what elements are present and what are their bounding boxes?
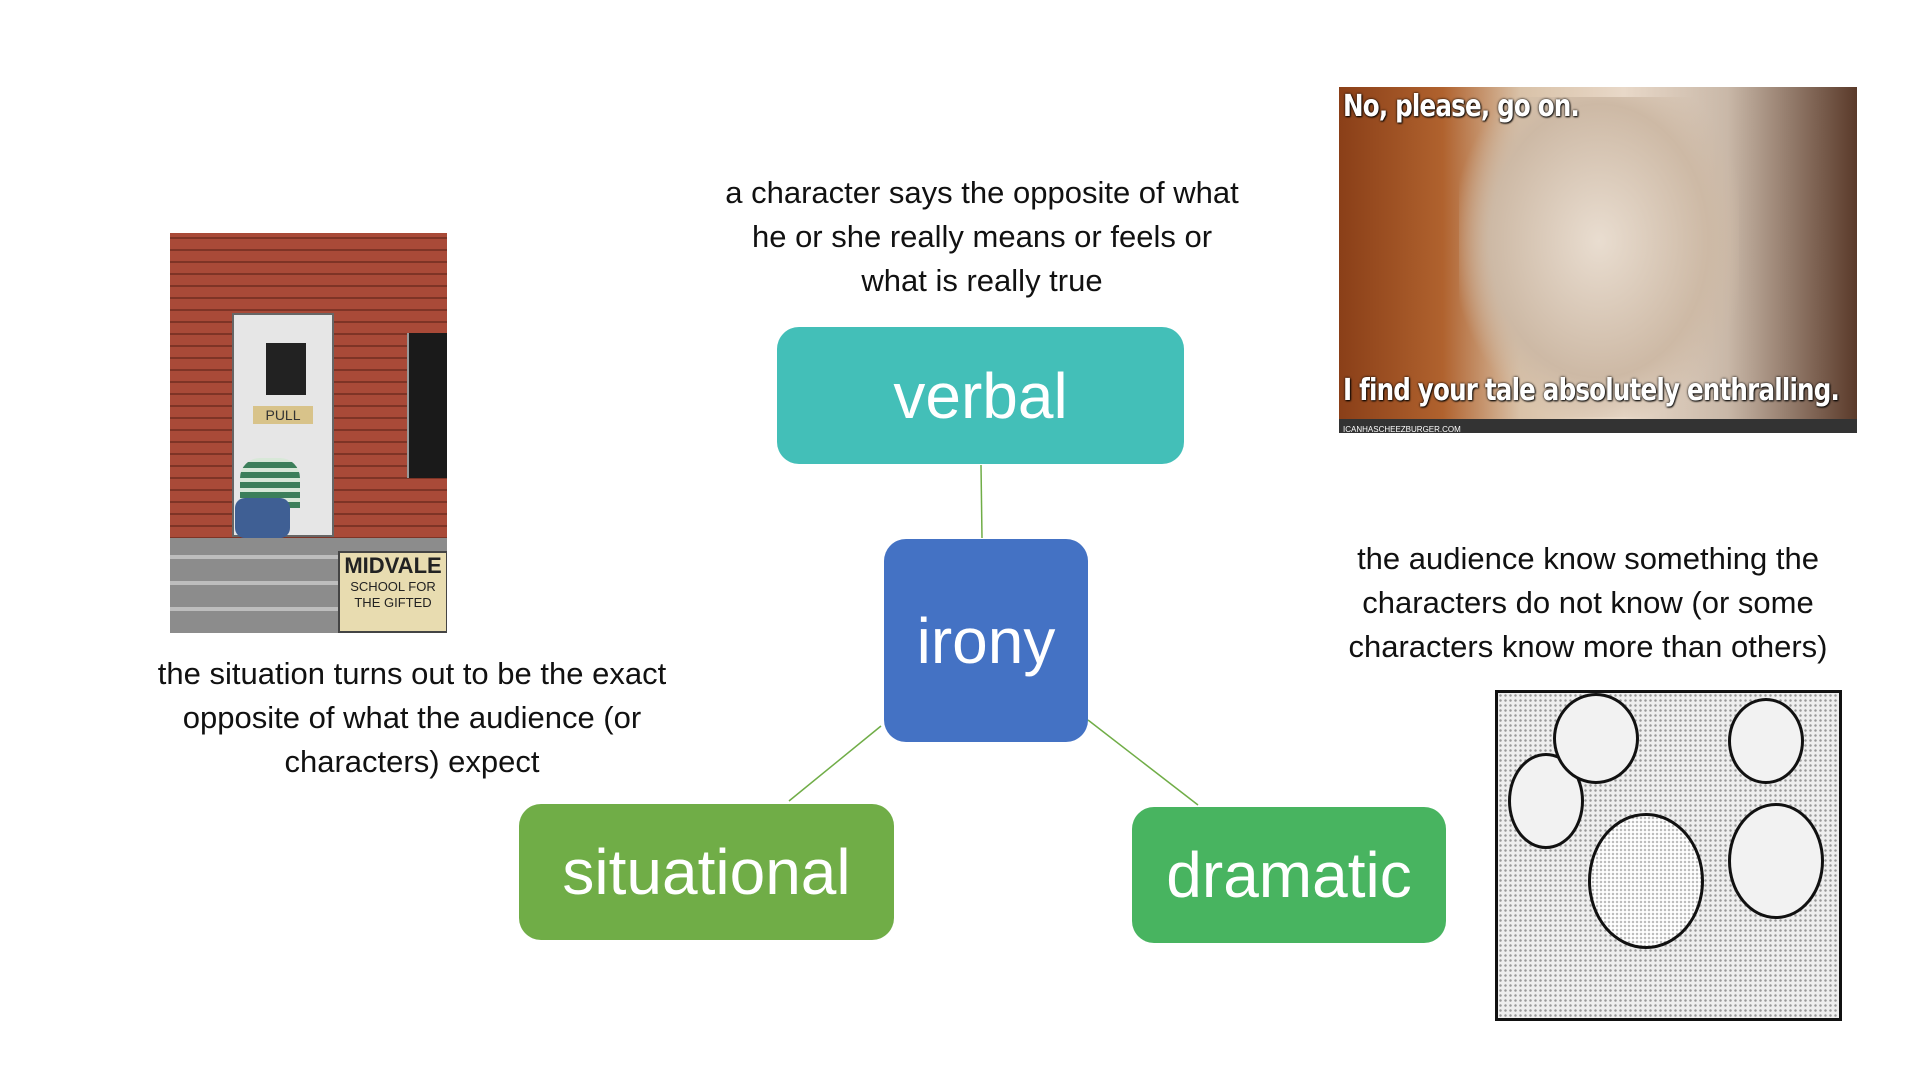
connector-situational	[788, 725, 882, 802]
school-sign-line: THE GIFTED	[354, 595, 432, 610]
node-dramatic[interactable]: dramatic	[1132, 807, 1446, 943]
comic-crowd-image	[1495, 690, 1842, 1021]
node-irony-label: irony	[916, 604, 1056, 677]
situational-description: the situation turns out to be the exact …	[112, 652, 712, 784]
comic-face	[1728, 803, 1824, 919]
desc-line: a character says the opposite of what	[725, 175, 1239, 210]
cat-face	[1459, 97, 1739, 417]
cat-meme-image: No, please, go on. I find your tale abso…	[1339, 87, 1857, 433]
desc-line: characters) expect	[284, 744, 540, 779]
dramatic-description: the audience know something the characte…	[1288, 537, 1888, 669]
school-sign-line: MIDVALE	[344, 553, 442, 578]
desc-line: the situation turns out to be the exact	[157, 656, 667, 691]
node-situational[interactable]: situational	[519, 804, 894, 940]
window	[407, 333, 447, 478]
meme-watermark-bar: ICANHASCHEEZBURGER.COM	[1339, 419, 1857, 433]
node-verbal[interactable]: verbal	[777, 327, 1184, 464]
node-situational-label: situational	[562, 836, 851, 908]
node-verbal-label: verbal	[893, 359, 1068, 432]
desc-line: the audience know something the	[1357, 541, 1819, 576]
meme-top-caption: No, please, go on.	[1343, 89, 1580, 124]
person-legs	[235, 498, 290, 538]
comic-face	[1553, 693, 1639, 784]
school-sign: MIDVALE SCHOOL FOR THE GIFTED	[338, 551, 447, 633]
verbal-description: a character says the opposite of what he…	[682, 171, 1282, 303]
school-sign-line: SCHOOL FOR	[350, 579, 436, 594]
node-irony[interactable]: irony	[884, 539, 1088, 742]
meme-bottom-caption: I find your tale absolutely enthralling.	[1343, 373, 1840, 408]
meme-watermark: ICANHASCHEEZBURGER.COM	[1343, 425, 1461, 433]
node-dramatic-label: dramatic	[1166, 839, 1412, 911]
comic-face	[1728, 698, 1804, 784]
desc-line: opposite of what the audience (or	[182, 700, 642, 735]
desc-line: characters know more than others)	[1348, 629, 1828, 664]
desc-line: he or she really means or feels or	[751, 219, 1213, 254]
desc-line: what is really true	[861, 263, 1103, 298]
comic-face	[1588, 813, 1704, 949]
cartoon-image: PULL MIDVALE SCHOOL FOR THE GIFTED	[170, 233, 447, 633]
connector-dramatic	[1087, 719, 1199, 806]
desc-line: characters do not know (or some	[1362, 585, 1814, 620]
door-window	[266, 343, 306, 395]
connector-verbal	[980, 464, 983, 539]
door-sign: PULL	[253, 406, 313, 424]
